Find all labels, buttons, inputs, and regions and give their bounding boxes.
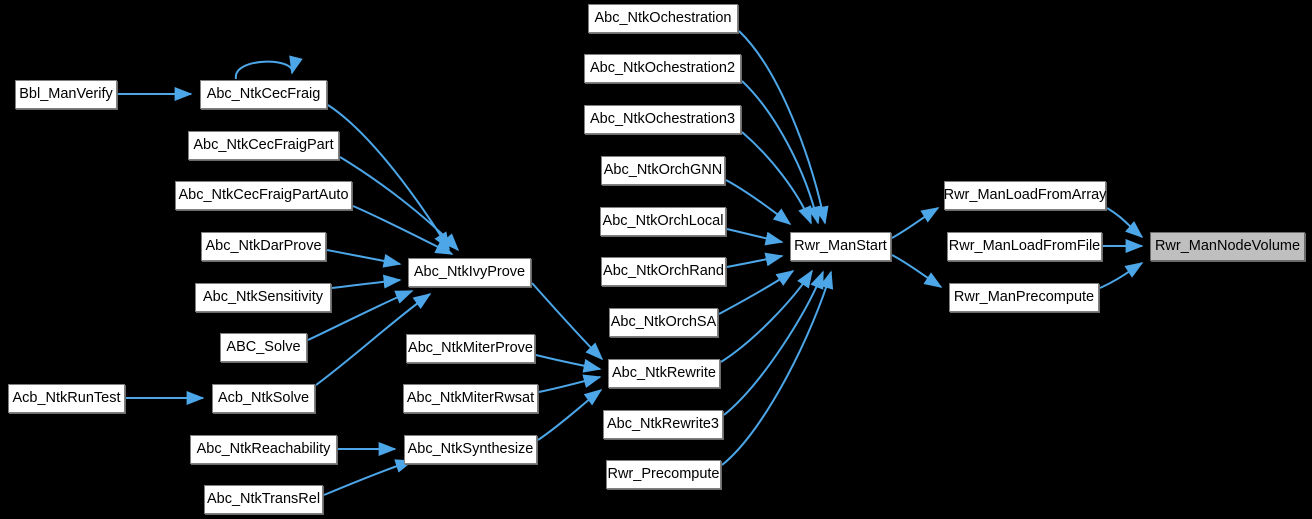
graph-node-abc_ntkcecfraigpartauto[interactable]: Abc_NtkCecFraigPartAuto xyxy=(175,181,352,210)
edge-abc_ntkcecfraigpart-to-abc_ntkivyprove xyxy=(339,156,460,252)
graph-node-acb_ntksolve[interactable]: Acb_NtkSolve xyxy=(212,384,315,413)
edge-abc_ntkorchrand-to-rwr_manstart xyxy=(726,252,784,268)
graph-node-label: Rwr_Precompute xyxy=(607,466,720,483)
edge-abc_ntkivyprove-to-abc_ntkrewrite xyxy=(531,282,604,361)
graph-node-label: Abc_NtkRewrite3 xyxy=(606,416,719,433)
graph-node-label: Abc_NtkRewrite xyxy=(612,365,716,382)
edge-abc_ntkrewrite3-to-rwr_manstart xyxy=(723,270,824,416)
edge-rwr_manstart-to-rwr_manprecompute xyxy=(891,254,943,288)
graph-node-abc_ntkreachability[interactable]: Abc_NtkReachability xyxy=(190,435,337,464)
graph-node-abc_solve[interactable]: ABC_Solve xyxy=(220,333,307,362)
graph-node-rwr_manloadfromfile[interactable]: Rwr_ManLoadFromFile xyxy=(947,232,1102,261)
edge-abc_ntkochestration-to-rwr_manstart xyxy=(738,30,829,225)
graph-node-rwr_precompute[interactable]: Rwr_Precompute xyxy=(606,460,721,489)
edge-acb_ntksolve-to-abc_ntkivyprove xyxy=(315,293,432,386)
graph-node-abc_ntkcecfraigpart[interactable]: Abc_NtkCecFraigPart xyxy=(188,131,339,160)
edge-abc_solve-to-abc_ntkivyprove xyxy=(307,290,414,341)
graph-node-label: Abc_NtkMiterProve xyxy=(408,340,533,357)
edge-abc_ntkorchgnn-to-rwr_manstart xyxy=(725,179,792,225)
graph-node-label: Abc_NtkDarProve xyxy=(205,238,322,255)
edge-rwr_manprecompute-to-rwr_mannodevolume xyxy=(1099,262,1144,289)
graph-node-label: Abc_NtkMiterRwsat xyxy=(406,390,535,407)
graph-node-abc_ntkrewrite[interactable]: Abc_NtkRewrite xyxy=(608,359,720,388)
graph-node-label: Rwr_ManPrecompute xyxy=(953,289,1095,306)
graph-node-label: Abc_NtkOrchSA xyxy=(610,314,717,331)
edge-abc_ntksensitivity-to-abc_ntkivyprove xyxy=(331,274,402,289)
graph-node-abc_ntkivyprove[interactable]: Abc_NtkIvyProve xyxy=(408,258,531,287)
graph-node-rwr_mannodevolume[interactable]: Rwr_ManNodeVolume xyxy=(1150,232,1305,261)
edge-abc_ntkochestration3-to-rwr_manstart xyxy=(741,131,812,225)
graph-node-abc_ntkmiterrwsat[interactable]: Abc_NtkMiterRwsat xyxy=(403,384,538,413)
graph-node-label: Abc_NtkOrchLocal xyxy=(602,213,724,230)
edge-rwr_manstart-to-rwr_manloadfromarray xyxy=(891,207,940,239)
graph-node-label: Abc_NtkOrchGNN xyxy=(603,162,723,179)
graph-node-label: Rwr_ManLoadFromArray xyxy=(943,187,1107,204)
edge-rwr_manloadfromarray-to-rwr_mannodevolume xyxy=(1106,207,1144,239)
edge-abc_ntkcecfraigpartauto-to-abc_ntkivyprove xyxy=(352,205,454,255)
edge-abc_ntkorchlocal-to-rwr_manstart xyxy=(726,228,784,246)
edge-abc_ntktransrel-to-abc_ntksynthesize xyxy=(323,459,414,496)
graph-node-abc_ntkmiterprove[interactable]: Abc_NtkMiterProve xyxy=(406,334,535,363)
graph-node-abc_ntkorchsa[interactable]: Abc_NtkOrchSA xyxy=(609,308,718,337)
edge-rwr_precompute-to-rwr_manstart xyxy=(721,270,834,466)
graph-node-abc_ntksensitivity[interactable]: Abc_NtkSensitivity xyxy=(195,283,331,312)
graph-node-label: Acb_NtkRunTest xyxy=(12,390,121,407)
graph-node-abc_ntkdarprove[interactable]: Abc_NtkDarProve xyxy=(201,232,326,261)
graph-node-label: Bbl_ManVerify xyxy=(19,86,113,103)
graph-node-abc_ntkorchrand[interactable]: Abc_NtkOrchRand xyxy=(601,257,726,286)
graph-node-abc_ntkochestration[interactable]: Abc_NtkOchestration xyxy=(588,4,738,33)
edge-abc_ntkmiterprove-to-abc_ntkrewrite xyxy=(535,354,602,373)
graph-node-rwr_manloadfromarray[interactable]: Rwr_ManLoadFromArray xyxy=(944,181,1106,210)
edge-abc_ntkrewrite-to-rwr_manstart xyxy=(720,269,813,363)
graph-node-label: Abc_NtkTransRel xyxy=(206,491,321,508)
edge-abc_ntksynthesize-to-abc_ntkrewrite xyxy=(537,389,603,441)
graph-node-abc_ntkorchlocal[interactable]: Abc_NtkOrchLocal xyxy=(600,207,726,236)
graph-node-abc_ntksynthesize[interactable]: Abc_NtkSynthesize xyxy=(404,435,537,464)
graph-node-abc_ntkochestration2[interactable]: Abc_NtkOchestration2 xyxy=(584,54,741,83)
edge-abc_ntkochestration2-to-rwr_manstart xyxy=(741,80,822,225)
graph-node-label: Abc_NtkOchestration2 xyxy=(589,60,736,77)
graph-node-abc_ntktransrel[interactable]: Abc_NtkTransRel xyxy=(204,485,323,514)
graph-node-abc_ntkcecfraig[interactable]: Abc_NtkCecFraig xyxy=(200,80,327,109)
edge-abc_ntkdarprove-to-abc_ntkivyprove xyxy=(326,249,402,268)
edge-abc_ntkcecfraig-to-abc_ntkcecfraig xyxy=(234,55,303,80)
graph-node-label: ABC_Solve xyxy=(226,339,301,356)
edge-abc_ntkcecfraig-to-abc_ntkivyprove xyxy=(327,104,450,251)
graph-node-acb_ntkruntest[interactable]: Acb_NtkRunTest xyxy=(8,384,125,413)
graph-node-rwr_manprecompute[interactable]: Rwr_ManPrecompute xyxy=(949,283,1099,312)
edge-abc_ntkmiterrwsat-to-abc_ntkrewrite xyxy=(538,374,602,393)
graph-node-rwr_manstart[interactable]: Rwr_ManStart xyxy=(790,232,891,261)
graph-node-label: Rwr_ManStart xyxy=(794,238,887,255)
graph-node-label: Abc_NtkSensitivity xyxy=(202,289,324,306)
graph-node-abc_ntkrewrite3[interactable]: Abc_NtkRewrite3 xyxy=(603,410,723,439)
graph-node-label: Abc_NtkIvyProve xyxy=(413,264,526,281)
graph-node-label: Acb_NtkSolve xyxy=(217,390,310,407)
graph-node-label: Abc_NtkCecFraigPartAuto xyxy=(178,187,349,204)
graph-node-abc_ntkorchgnn[interactable]: Abc_NtkOrchGNN xyxy=(601,156,725,185)
edge-abc_ntkorchsa-to-rwr_manstart xyxy=(718,270,795,315)
graph-node-label: Abc_NtkReachability xyxy=(196,441,331,458)
graph-node-label: Abc_NtkCecFraigPart xyxy=(193,137,334,154)
graph-node-label: Abc_NtkCecFraig xyxy=(206,86,321,103)
graph-node-bbl_manverify[interactable]: Bbl_ManVerify xyxy=(15,80,117,109)
graph-node-label: Rwr_ManNodeVolume xyxy=(1154,238,1301,255)
graph-node-label: Rwr_ManLoadFromFile xyxy=(948,238,1101,255)
graph-node-abc_ntkochestration3[interactable]: Abc_NtkOchestration3 xyxy=(584,105,741,134)
graph-node-label: Abc_NtkOchestration xyxy=(594,10,732,27)
graph-node-label: Abc_NtkOrchRand xyxy=(603,263,724,280)
graph-node-label: Abc_NtkSynthesize xyxy=(407,441,534,458)
graph-node-label: Abc_NtkOchestration3 xyxy=(589,111,736,128)
